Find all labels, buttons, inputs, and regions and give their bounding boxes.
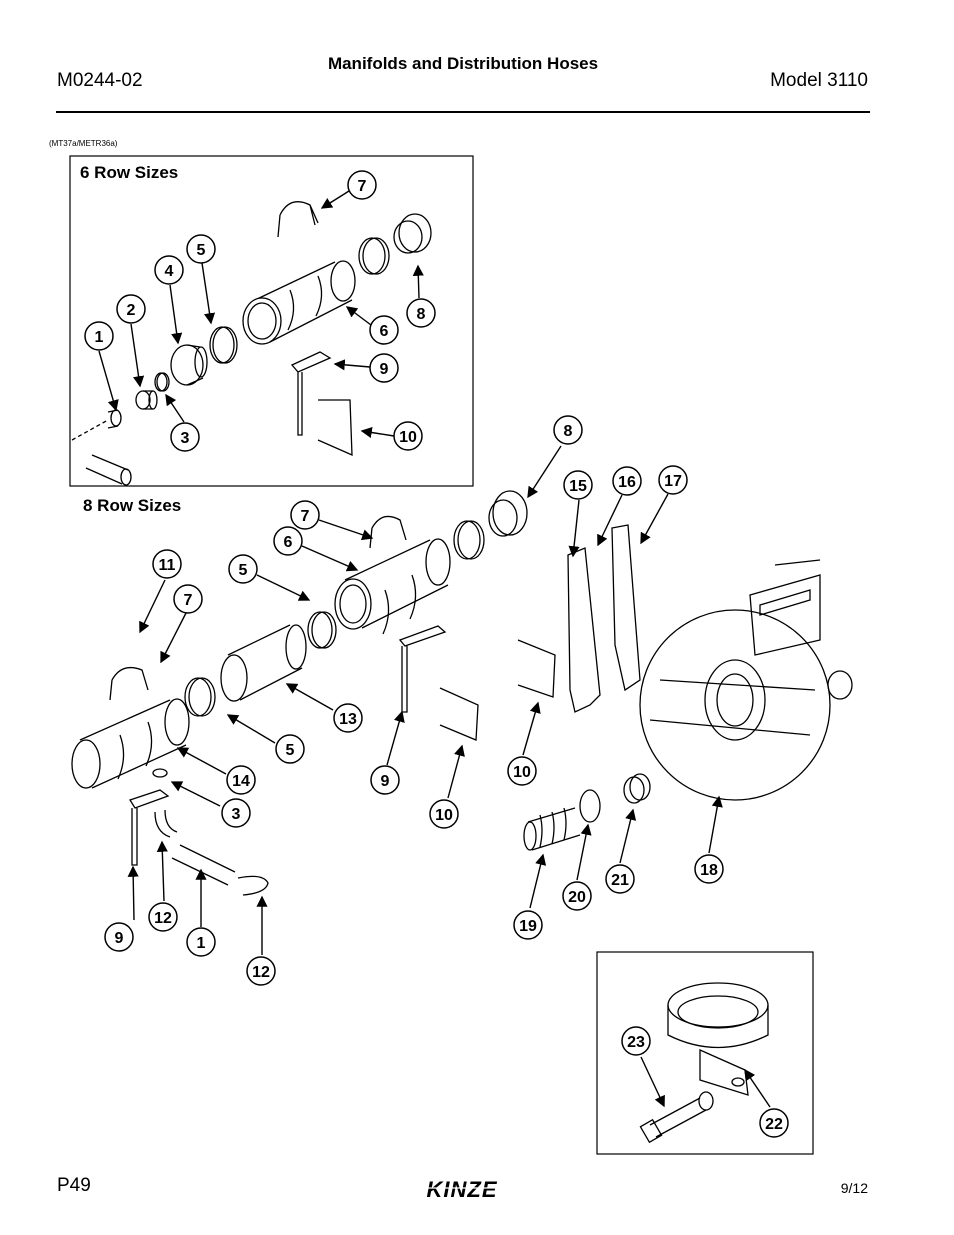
callout-six-7: 7 — [347, 170, 377, 200]
leader-lines — [98, 190, 771, 1108]
callout-six-3: 3 — [170, 422, 200, 452]
svg-text:4: 4 — [165, 263, 174, 280]
svg-text:5: 5 — [239, 562, 248, 579]
svg-text:9: 9 — [380, 361, 389, 378]
svg-text:10: 10 — [399, 429, 417, 446]
svg-text:18: 18 — [700, 862, 718, 879]
header-rule — [56, 111, 870, 113]
model-label: Model 3110 — [770, 70, 868, 91]
svg-text:16: 16 — [618, 474, 636, 491]
svg-text:9: 9 — [115, 930, 124, 947]
svg-text:13: 13 — [339, 711, 357, 728]
callout-eight-9b: 9 — [104, 922, 134, 952]
callout-six-4: 4 — [154, 255, 184, 285]
callout-eight-12b: 12 — [246, 956, 276, 986]
svg-text:7: 7 — [184, 592, 193, 609]
svg-text:KINZE: KINZE — [427, 1177, 498, 1202]
callout-six-8: 8 — [406, 298, 436, 328]
callout-eight-3: 3 — [221, 798, 251, 828]
svg-text:14: 14 — [232, 773, 250, 790]
callout-six-2: 2 — [116, 294, 146, 324]
callout-six-9: 9 — [369, 353, 399, 383]
svg-text:12: 12 — [154, 910, 172, 927]
svg-text:5: 5 — [197, 242, 206, 259]
svg-text:2: 2 — [127, 302, 136, 319]
callout-eight-6: 6 — [273, 526, 303, 556]
six-row-heading: 6 Row Sizes — [80, 163, 178, 182]
callout-detail-23: 23 — [621, 1026, 651, 1056]
svg-text:22: 22 — [765, 1116, 783, 1133]
callout-eight-14: 14 — [226, 765, 256, 795]
svg-text:20: 20 — [568, 889, 586, 906]
page-title: Manifolds and Distribution Hoses — [327, 54, 599, 73]
svg-text:6: 6 — [380, 323, 389, 340]
revision-date: 9/12 — [840, 1180, 868, 1196]
svg-text:15: 15 — [569, 478, 587, 495]
svg-text:6: 6 — [284, 534, 293, 551]
callout-eight-21: 21 — [605, 864, 635, 894]
callout-eight-5b: 5 — [275, 734, 305, 764]
svg-text:3: 3 — [181, 430, 190, 447]
detail-parts — [639, 982, 769, 1144]
kinze-logo: KINZE — [403, 1177, 521, 1202]
callout-eight-12a: 12 — [148, 902, 178, 932]
svg-text:5: 5 — [286, 742, 295, 759]
callout-eight-20: 20 — [562, 881, 592, 911]
svg-text:7: 7 — [358, 178, 367, 195]
svg-text:11: 11 — [159, 557, 176, 574]
svg-text:19: 19 — [519, 918, 537, 935]
callout-six-1: 1 — [84, 321, 114, 351]
svg-text:9: 9 — [381, 773, 390, 790]
callout-eight-16: 16 — [612, 466, 642, 496]
page-number: P49 — [57, 1175, 91, 1196]
svg-text:12: 12 — [252, 964, 270, 981]
callout-eight-10a: 10 — [429, 799, 459, 829]
six-row-panel — [69, 155, 474, 487]
svg-text:21: 21 — [611, 872, 629, 889]
callout-eight-19: 19 — [513, 910, 543, 940]
callout-eight-7b: 7 — [173, 584, 203, 614]
figure-reference: (MT37a/METR36a) — [49, 139, 118, 148]
svg-text:10: 10 — [513, 764, 531, 781]
eight-row-heading: 8 Row Sizes — [83, 496, 181, 515]
callout-eight-13: 13 — [333, 703, 363, 733]
callout-eight-10b: 10 — [507, 756, 537, 786]
svg-text:23: 23 — [627, 1034, 645, 1051]
callout-eight-18: 18 — [694, 854, 724, 884]
six-row-parts — [71, 201, 432, 486]
callout-eight-9a: 9 — [370, 765, 400, 795]
callout-six-10: 10 — [393, 421, 423, 451]
svg-text:17: 17 — [664, 473, 682, 490]
callouts: 1 2 3 4 5 6 7 8 9 10 7 6 5 11 7 13 5 14 … — [84, 170, 789, 1138]
svg-text:1: 1 — [95, 329, 104, 346]
callout-eight-17: 17 — [658, 465, 688, 495]
callout-eight-11: 11 — [152, 549, 182, 579]
svg-text:10: 10 — [435, 807, 453, 824]
callout-six-5: 5 — [186, 234, 216, 264]
detail-panel — [596, 951, 814, 1155]
document-id: M0244-02 — [57, 70, 143, 91]
eight-row-parts — [71, 490, 853, 896]
svg-text:8: 8 — [564, 423, 573, 440]
svg-text:1: 1 — [197, 935, 206, 952]
callout-eight-1: 1 — [186, 927, 216, 957]
callout-eight-5a: 5 — [228, 554, 258, 584]
svg-text:8: 8 — [417, 306, 426, 323]
svg-text:3: 3 — [232, 806, 241, 823]
callout-eight-8: 8 — [553, 415, 583, 445]
callout-eight-15: 15 — [563, 470, 593, 500]
callout-eight-7a: 7 — [290, 500, 320, 530]
svg-text:7: 7 — [301, 508, 310, 525]
callout-detail-22: 22 — [759, 1108, 789, 1138]
callout-six-6: 6 — [369, 315, 399, 345]
